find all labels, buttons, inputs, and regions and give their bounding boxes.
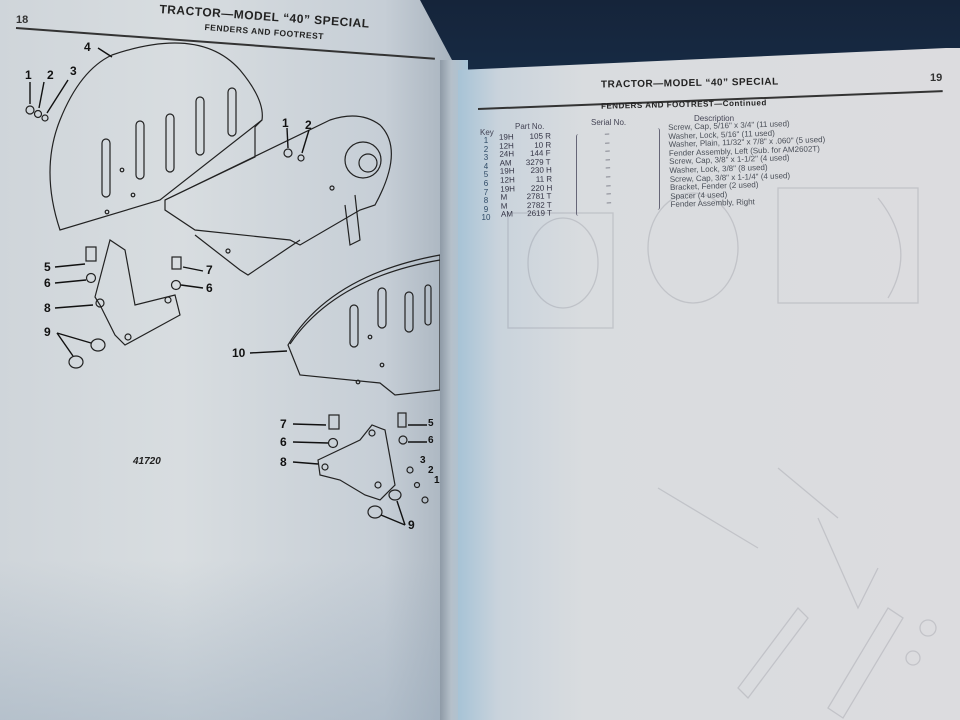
callout-1b: 1 [282,116,289,130]
callout-2: 2 [47,68,54,82]
row-key: 9 [483,204,489,214]
callout-5: 5 [44,260,51,274]
row-key: 5 [483,170,489,180]
serial-number-column: – – – – – – – – – [597,129,619,208]
right-page-number: 19 [930,72,943,84]
callout-7: 7 [206,263,213,277]
description-column: Screw, Cap, 5/16" x 3/4" (11 used) Washe… [668,115,960,210]
brace-right [655,128,660,210]
callout-1c: 1 [434,475,440,486]
callout-6d: 6 [428,435,434,446]
page-shadow [0,560,452,720]
row-key: 4 [483,161,489,171]
brace-left [576,134,581,216]
show-through-illustration [507,187,937,719]
callout-9: 9 [44,325,51,339]
callout-8c: 8 [280,455,287,469]
callout-10: 10 [232,346,246,360]
callout-6c: 6 [280,435,287,449]
col-header-description: Description [694,114,735,123]
callout-1: 1 [25,68,32,82]
callout-9c: 9 [408,518,415,532]
callout-3: 3 [70,64,77,78]
callout-3c: 3 [420,455,426,466]
callout-2c: 2 [428,465,434,476]
figure-number: 41720 [133,456,161,467]
col-header-serial-no: Serial No. [591,118,627,127]
serial-number: – [606,197,612,207]
row-key: 2 [483,144,489,154]
callout-4: 4 [84,40,91,54]
col-header-part-no: Part No. [515,122,545,131]
left-page-number: 18 [16,14,29,26]
callout-6: 6 [44,276,51,290]
key-column: 1 2 3 4 5 6 7 8 9 10 [478,136,494,223]
callout-5c: 5 [428,418,434,429]
callout-8: 8 [44,301,51,315]
callout-2b: 2 [305,118,312,132]
row-key: 6 [483,178,489,188]
left-page: 18 TRACTOR—MODEL “40” SPECIAL FENDERS AN… [0,0,452,720]
col-header-key: Key [480,128,494,137]
row-key: 10 [481,213,491,223]
right-page: 19 TRACTOR—MODEL “40” SPECIAL FENDERS AN… [458,48,960,720]
callout-7c: 7 [280,417,287,431]
callout-6b: 6 [206,281,213,295]
row-key: 8 [483,196,489,206]
fender-exploded-diagram [25,42,441,526]
row-key: 1 [483,136,489,145]
row-key: 3 [483,153,489,163]
row-key: 7 [483,187,489,197]
